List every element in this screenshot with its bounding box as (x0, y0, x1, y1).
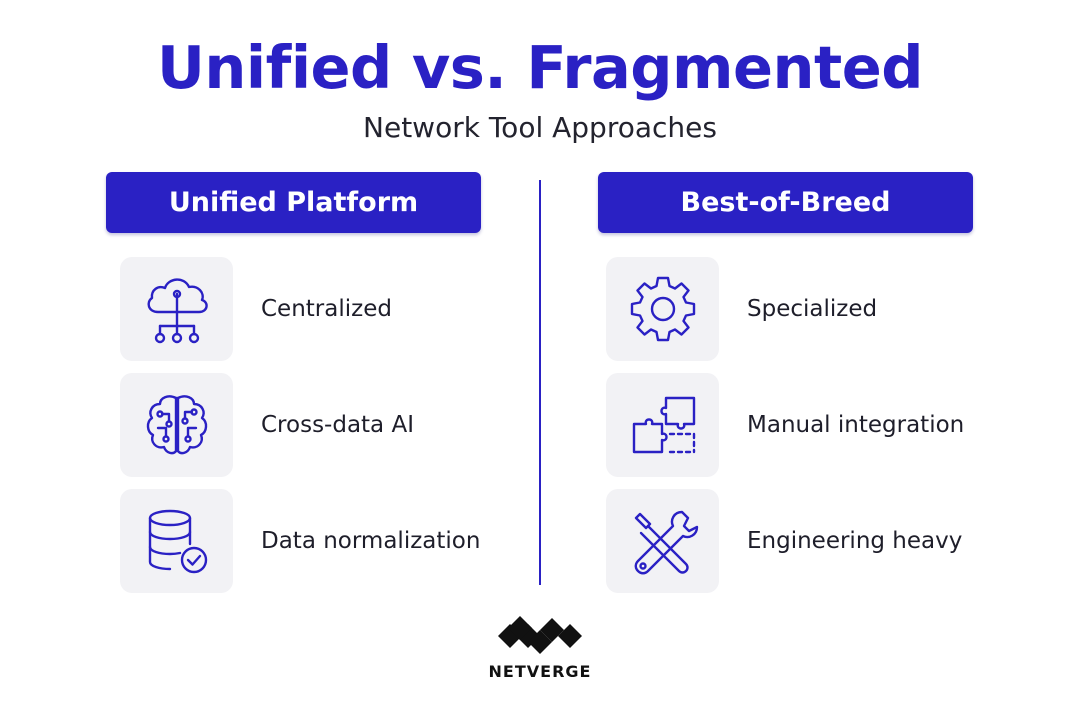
icon-tile (120, 489, 233, 593)
cloud-network-icon (146, 278, 208, 344)
page-title: Unified vs. Fragmented (157, 33, 923, 102)
list-item-specialized: Specialized (606, 257, 877, 361)
icon-tile (606, 373, 719, 477)
gear-icon (630, 276, 695, 342)
item-label: Centralized (261, 296, 392, 322)
item-label: Data normalization (261, 528, 481, 554)
item-label: Manual integration (747, 412, 965, 438)
unified-platform-header: Unified Platform (106, 172, 481, 233)
icon-tile (606, 489, 719, 593)
diamond-logo-icon (498, 616, 582, 654)
list-item-engineering-heavy: Engineering heavy (606, 489, 962, 593)
list-item-manual-integration: Manual integration (606, 373, 964, 477)
item-label: Engineering heavy (747, 528, 963, 554)
brain-circuit-icon (146, 395, 207, 455)
best-of-breed-header: Best-of-Breed (598, 172, 973, 233)
database-check-icon (148, 509, 207, 574)
center-divider (539, 180, 541, 585)
icon-tile (120, 257, 233, 361)
list-item-centralized: Centralized (120, 257, 392, 361)
list-item-cross-data-ai: Cross-data AI (120, 373, 414, 477)
item-label: Cross-data AI (261, 412, 414, 438)
wrench-screwdriver-icon (634, 510, 698, 575)
puzzle-icon (632, 396, 695, 454)
icon-tile (120, 373, 233, 477)
item-label: Specialized (747, 296, 878, 322)
page-subtitle: Network Tool Approaches (363, 111, 717, 144)
icon-tile (606, 257, 719, 361)
brand-name: NETVERGE (488, 662, 592, 681)
list-item-data-normalization: Data normalization (120, 489, 480, 593)
